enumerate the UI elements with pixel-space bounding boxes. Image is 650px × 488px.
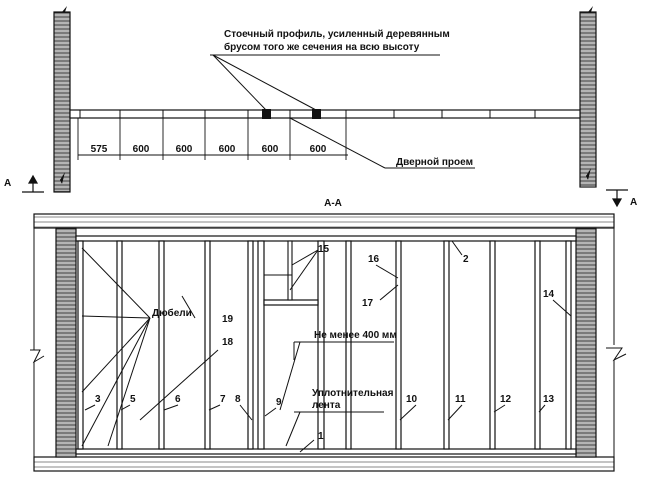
plan-studs	[79, 110, 536, 118]
callout-17: 17	[362, 298, 374, 309]
callout-6: 6	[175, 394, 181, 405]
studs	[77, 240, 572, 450]
right-wall	[575, 227, 597, 458]
callout-5: 5	[130, 394, 136, 405]
callout-10: 10	[406, 394, 418, 405]
section-marker-left-label: A	[4, 178, 11, 189]
callout-12: 12	[500, 394, 512, 405]
callout-15: 15	[318, 244, 330, 255]
callout-3: 3	[95, 394, 101, 405]
callout-11: 11	[455, 394, 466, 405]
callout-8: 8	[235, 394, 241, 405]
sealing-tape-line-2: лента	[312, 400, 341, 411]
floor-slab	[33, 456, 615, 472]
min-height-note: Не менее 400 мм	[314, 330, 397, 341]
note-line-2: брусом того же сечения на всю высоту	[224, 41, 420, 53]
callout-13: 13	[543, 394, 555, 405]
callout-2: 2	[463, 254, 469, 265]
dowels-label: Дюбели	[152, 307, 192, 319]
sealing-tape-line-1: Уплотнительная	[312, 388, 394, 399]
callout-9: 9	[276, 397, 282, 408]
plan-partition	[69, 109, 581, 119]
plan-left-break	[62, 6, 67, 12]
note-leaders	[210, 54, 475, 169]
door-label: Дверной проем	[396, 157, 473, 168]
bottom-track	[75, 448, 577, 455]
dim-2: 600	[133, 144, 150, 155]
section-marker-left	[22, 174, 44, 193]
plan-view: 575 600 600 600 600 600 Стоечный профиль…	[4, 6, 637, 208]
break-lines	[30, 228, 627, 457]
callout-16: 16	[368, 254, 380, 265]
dim-5: 600	[262, 144, 279, 155]
plan-right-wall	[579, 11, 597, 188]
section-marker-right-label: A	[630, 197, 637, 208]
section-view: A-A	[30, 198, 627, 472]
note-line-1: Стоечный профиль, усиленный деревянным	[224, 28, 450, 40]
callout-14: 14	[543, 289, 555, 300]
callout-18: 18	[222, 337, 234, 348]
dim-1: 575	[91, 144, 108, 155]
dim-3: 600	[176, 144, 193, 155]
callout-7: 7	[220, 394, 226, 405]
plan-right-break	[588, 6, 593, 12]
callout-1: 1	[318, 431, 324, 442]
dim-4: 600	[219, 144, 236, 155]
plan-left-wall	[53, 11, 71, 193]
plan-reinforced-stud-left	[262, 109, 271, 119]
callout-leaders	[81, 240, 572, 453]
plan-reinforced-stud-right	[312, 109, 321, 119]
cripple-stud	[287, 240, 293, 301]
top-track	[75, 235, 577, 242]
left-wall	[55, 227, 77, 458]
door-header	[263, 299, 319, 306]
plan-dimension-line	[77, 118, 348, 160]
dim-6: 600	[310, 144, 327, 155]
callout-19: 19	[222, 314, 234, 325]
plan-left-break-bottom	[60, 172, 65, 184]
ceiling-slab	[33, 213, 615, 229]
plan-right-break-bottom	[586, 168, 591, 180]
section-title: A-A	[324, 198, 342, 209]
section-marker-right	[606, 189, 628, 208]
